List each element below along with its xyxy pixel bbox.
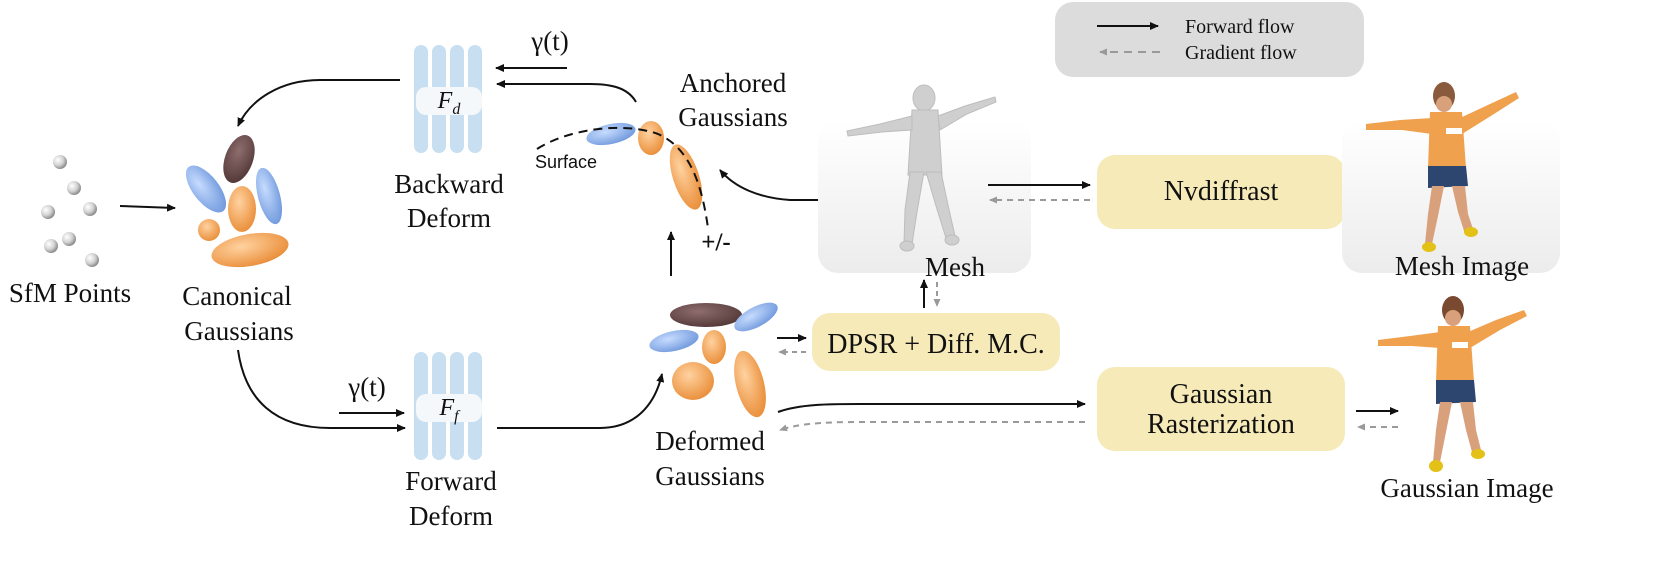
mesh-image-label: Mesh Image: [1395, 251, 1529, 281]
gaussian-ellipse: [586, 122, 636, 146]
gradient-rasterization-to-deformed: [779, 421, 1085, 432]
mesh-background: [818, 120, 1031, 273]
gamma-bottom-label: γ(t): [347, 372, 385, 402]
sfm-point: [67, 181, 81, 195]
gaussian-ellipse: [211, 232, 289, 268]
arrow-mesh-to-anchored: [719, 169, 860, 201]
sfm-point: [83, 202, 97, 216]
fd-symbol: Fd: [437, 88, 462, 118]
legend-gradient-label: Gradient flow: [1185, 42, 1297, 64]
sfm-points-label: SfM Points: [9, 278, 131, 308]
sfm-point: [41, 205, 55, 219]
gaussian-ellipse: [734, 350, 766, 418]
backward-label-1: Backward: [394, 169, 504, 199]
nvdiffrast-box: [1097, 155, 1345, 229]
sfm-point: [44, 239, 58, 253]
arrow-anchored-to-fd: [496, 80, 637, 103]
forward-deform-network: Ff: [414, 352, 482, 460]
canonical-gaussians: [185, 135, 289, 268]
forward-label-1: Forward: [405, 466, 497, 496]
sfm-points: [41, 155, 99, 267]
arrow-canonical-to-ff: [237, 349, 406, 432]
deformed-label-2: Gaussians: [655, 461, 765, 491]
backward-label-2: Deform: [407, 203, 491, 233]
gaussian-ellipse: [734, 302, 778, 332]
legend: Forward flow Gradient flow: [1055, 2, 1364, 77]
gaussian-ellipse: [223, 135, 255, 183]
deformed-gaussians: [649, 302, 778, 418]
arrow-fd-to-canonical: [237, 79, 400, 127]
gaussian-ellipse: [198, 219, 220, 241]
anchored-label-2: Gaussians: [678, 102, 788, 132]
arrow-sfm-to-canonical: [119, 203, 176, 212]
arrow-ff-to-deformed: [497, 373, 665, 429]
surface-curve: [536, 126, 709, 229]
surface-label: Surface: [535, 152, 597, 172]
gaussian-ellipse: [670, 303, 742, 327]
sfm-point: [62, 232, 76, 246]
rasterization-box: [1097, 367, 1345, 451]
mesh-image-render: [1342, 82, 1560, 273]
gaussian-ellipse: [638, 121, 664, 155]
deformed-label-1: Deformed: [655, 426, 765, 456]
legend-box: [1055, 2, 1364, 77]
ff-symbol: Ff: [438, 395, 461, 425]
nvdiffrast-label: Nvdiffrast: [1164, 176, 1279, 207]
dpsr-label: DPSR + Diff. M.C.: [827, 329, 1045, 360]
gaussian-ellipse: [228, 186, 256, 232]
sfm-point: [85, 253, 99, 267]
gaussian-ellipse: [672, 362, 714, 400]
plus-minus-label: +/-: [701, 229, 731, 256]
gaussian-image-render: [1378, 296, 1527, 472]
sfm-point: [53, 155, 67, 169]
mesh-label: Mesh: [925, 252, 985, 282]
anchored-label-1: Anchored: [680, 68, 787, 98]
canonical-label-2: Gaussians: [184, 316, 294, 346]
gaussian-ellipse: [255, 167, 283, 225]
gaussian-image-label: Gaussian Image: [1380, 473, 1553, 503]
forward-label-2: Deform: [409, 501, 493, 531]
gaussian-ellipse: [702, 330, 726, 364]
gaussian-ellipse: [649, 329, 699, 353]
arrow-deformed-to-rasterization: [777, 400, 1086, 413]
canonical-label-1: Canonical: [182, 281, 291, 311]
legend-forward-label: Forward flow: [1185, 16, 1295, 38]
mesh-image-background: [1342, 120, 1560, 273]
dpsr-box: [812, 313, 1060, 371]
mesh-render: [818, 84, 1031, 273]
rasterization-label-1: Gaussian: [1170, 379, 1273, 410]
gaussian-ellipse: [669, 144, 703, 210]
rasterization-label-2: Rasterization: [1147, 409, 1295, 440]
anchored-gaussians: [536, 121, 709, 229]
gamma-top-label: γ(t): [530, 26, 568, 56]
backward-deform-network: Fd: [414, 45, 482, 153]
gaussian-ellipse: [185, 165, 227, 213]
